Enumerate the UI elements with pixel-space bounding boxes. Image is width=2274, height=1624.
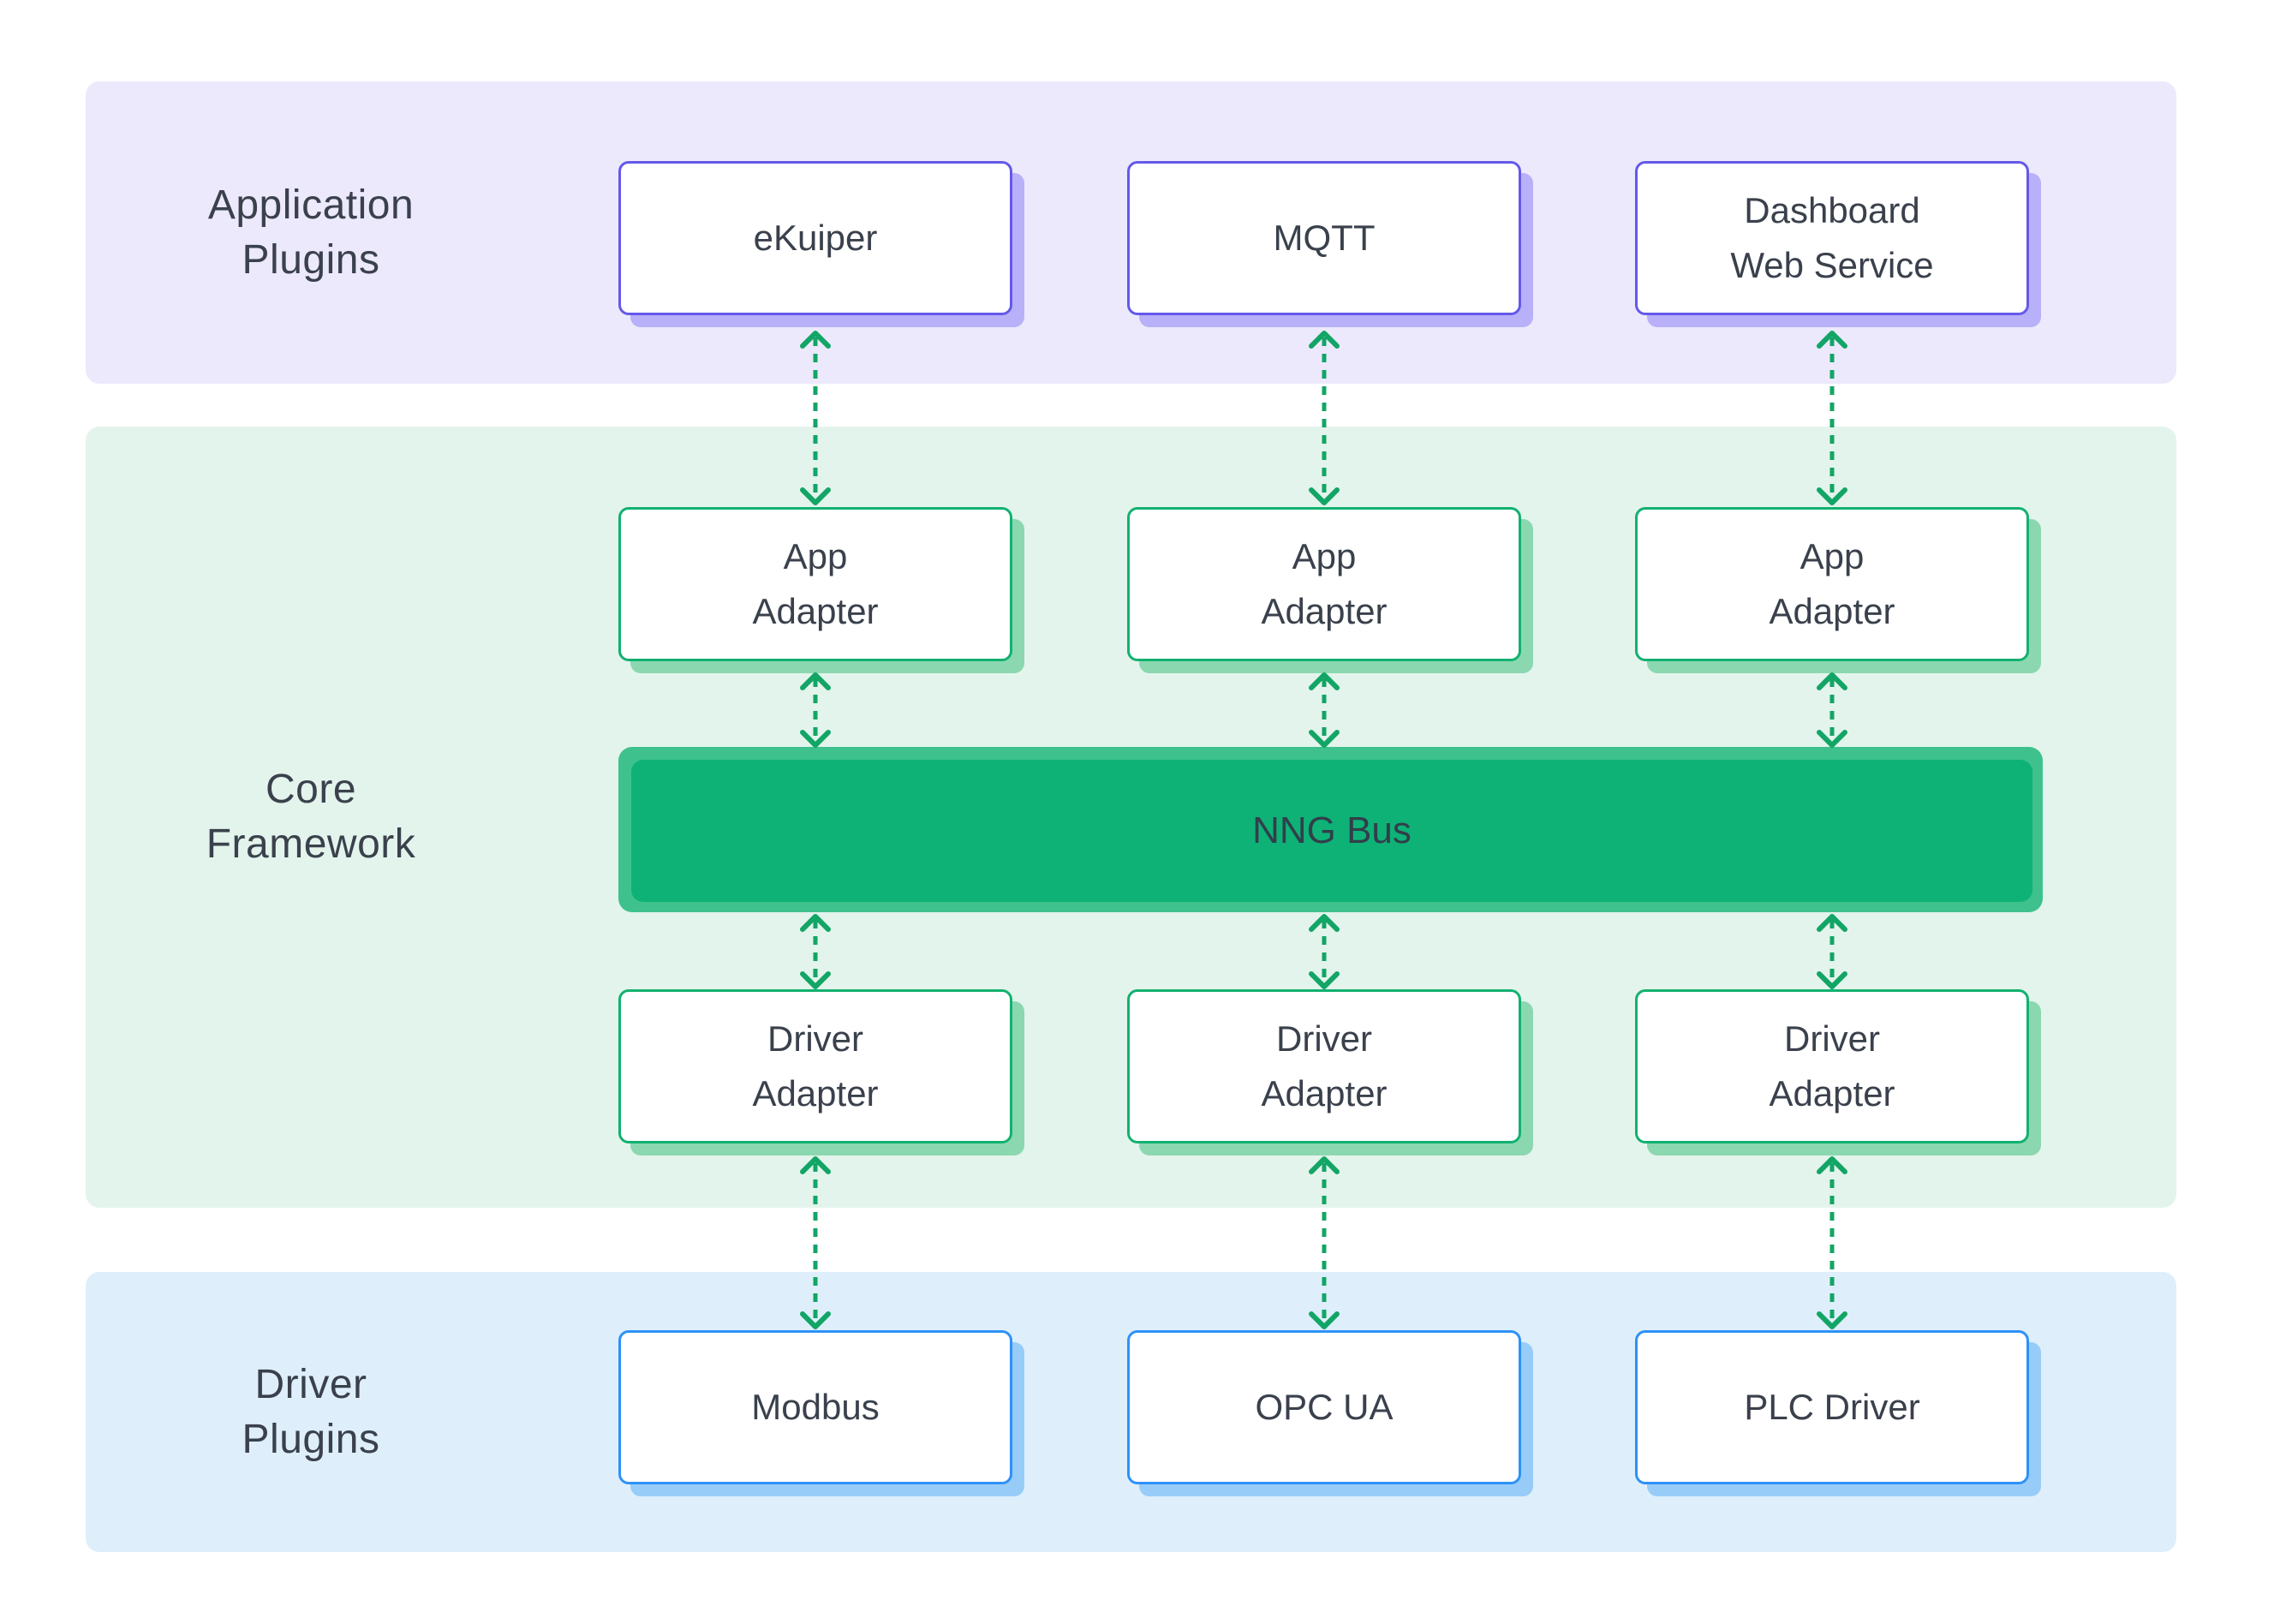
bidirectional-dashed-arrow-icon xyxy=(1817,672,1847,748)
nng-bus-back-layer: NNG Bus xyxy=(618,747,2043,912)
node-label: Modbus xyxy=(751,1387,880,1427)
core-framework-label: Core Framework xyxy=(88,427,534,1208)
nng-bus-label: NNG Bus xyxy=(1252,809,1412,851)
bidirectional-dashed-arrow-icon xyxy=(1309,331,1340,505)
node-label: Driver xyxy=(1784,1018,1880,1059)
node-opc-ua: OPC UA xyxy=(1127,1330,1521,1484)
node-mqtt: MQTT xyxy=(1127,161,1521,315)
node-label: App xyxy=(783,536,848,576)
node-ekuiper: eKuiper xyxy=(618,161,1012,315)
node-label: Adapter xyxy=(1261,591,1388,631)
bidirectional-dashed-arrow-icon xyxy=(800,1156,831,1329)
bidirectional-dashed-arrow-icon xyxy=(1309,914,1340,989)
node-label: eKuiper xyxy=(753,218,878,258)
bidirectional-dashed-arrow-icon xyxy=(800,914,831,989)
node-driver-adapter-1: Driver Adapter xyxy=(618,989,1012,1143)
label-line: Plugins xyxy=(242,236,380,283)
label-line: Framework xyxy=(206,821,416,867)
node-app-adapter-3: App Adapter xyxy=(1635,507,2029,661)
node-label: Web Service xyxy=(1730,245,1934,285)
node-modbus: Modbus xyxy=(618,1330,1012,1484)
label-line: Driver xyxy=(254,1361,367,1407)
bidirectional-dashed-arrow-icon xyxy=(1309,672,1340,748)
driver-plugins-label: Driver Plugins xyxy=(88,1272,534,1552)
node-label: Dashboard xyxy=(1744,190,1920,230)
node-driver-adapter-2: Driver Adapter xyxy=(1127,989,1521,1143)
bidirectional-dashed-arrow-icon xyxy=(800,331,831,505)
node-dashboard-web-service: Dashboard Web Service xyxy=(1635,161,2029,315)
node-label: Driver xyxy=(767,1018,863,1059)
node-label: Driver xyxy=(1276,1018,1372,1059)
node-label: Adapter xyxy=(1769,591,1895,631)
node-app-adapter-2: App Adapter xyxy=(1127,507,1521,661)
bidirectional-dashed-arrow-icon xyxy=(800,672,831,748)
node-driver-adapter-3: Driver Adapter xyxy=(1635,989,2029,1143)
label-line: Application xyxy=(207,182,415,228)
node-label: PLC Driver xyxy=(1744,1387,1920,1427)
label-line: Plugins xyxy=(242,1416,380,1462)
node-plc-driver: PLC Driver xyxy=(1635,1330,2029,1484)
node-label: App xyxy=(1292,536,1357,576)
node-label: Adapter xyxy=(1261,1073,1388,1114)
bidirectional-dashed-arrow-icon xyxy=(1817,914,1847,989)
node-label: OPC UA xyxy=(1255,1387,1394,1427)
node-label: Adapter xyxy=(752,1073,879,1114)
bidirectional-dashed-arrow-icon xyxy=(1817,331,1847,505)
node-label: App xyxy=(1800,536,1865,576)
bidirectional-dashed-arrow-icon xyxy=(1309,1156,1340,1329)
label-line: Core xyxy=(265,767,357,812)
bidirectional-dashed-arrow-icon xyxy=(1817,1156,1847,1329)
application-plugins-label: Application Plugins xyxy=(88,81,534,384)
node-label: Adapter xyxy=(752,591,879,631)
node-label: Adapter xyxy=(1769,1073,1895,1114)
node-label: MQTT xyxy=(1273,218,1376,258)
node-nng-bus: NNG Bus xyxy=(631,760,2032,902)
node-app-adapter-1: App Adapter xyxy=(618,507,1012,661)
